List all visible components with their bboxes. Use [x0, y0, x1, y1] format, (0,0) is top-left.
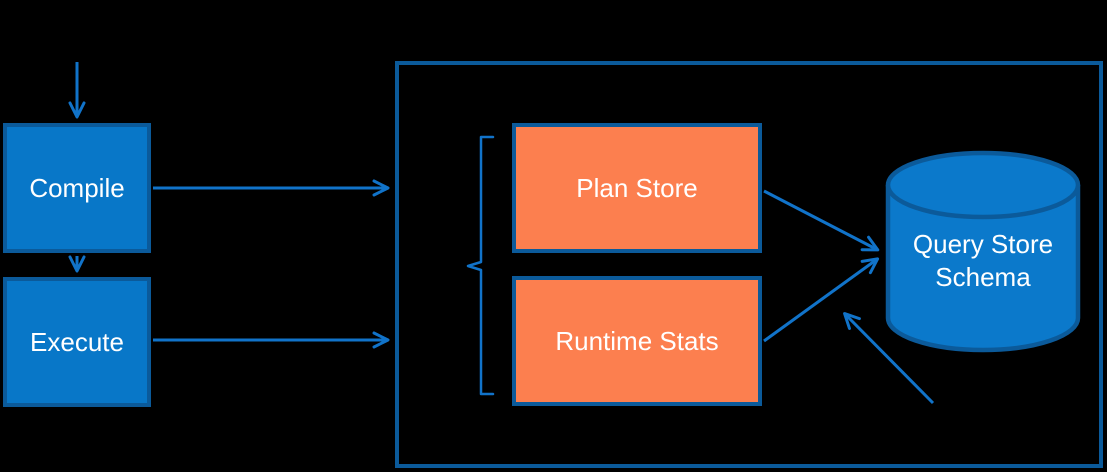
node-runtime-stats-label: Runtime Stats — [555, 325, 719, 356]
node-compile[interactable]: Compile — [3, 123, 151, 253]
node-compile-label: Compile — [29, 172, 125, 203]
node-plan-store-label: Plan Store — [576, 172, 698, 203]
node-query-store-schema[interactable]: Query Store Schema — [888, 228, 1078, 338]
node-runtime-stats[interactable]: Runtime Stats — [512, 276, 762, 406]
node-execute[interactable]: Execute — [3, 277, 151, 407]
node-query-store-schema-label: Query Store Schema — [912, 229, 1054, 292]
query-store-container — [395, 61, 1103, 468]
node-execute-label: Execute — [30, 326, 124, 357]
node-plan-store[interactable]: Plan Store — [512, 123, 762, 253]
